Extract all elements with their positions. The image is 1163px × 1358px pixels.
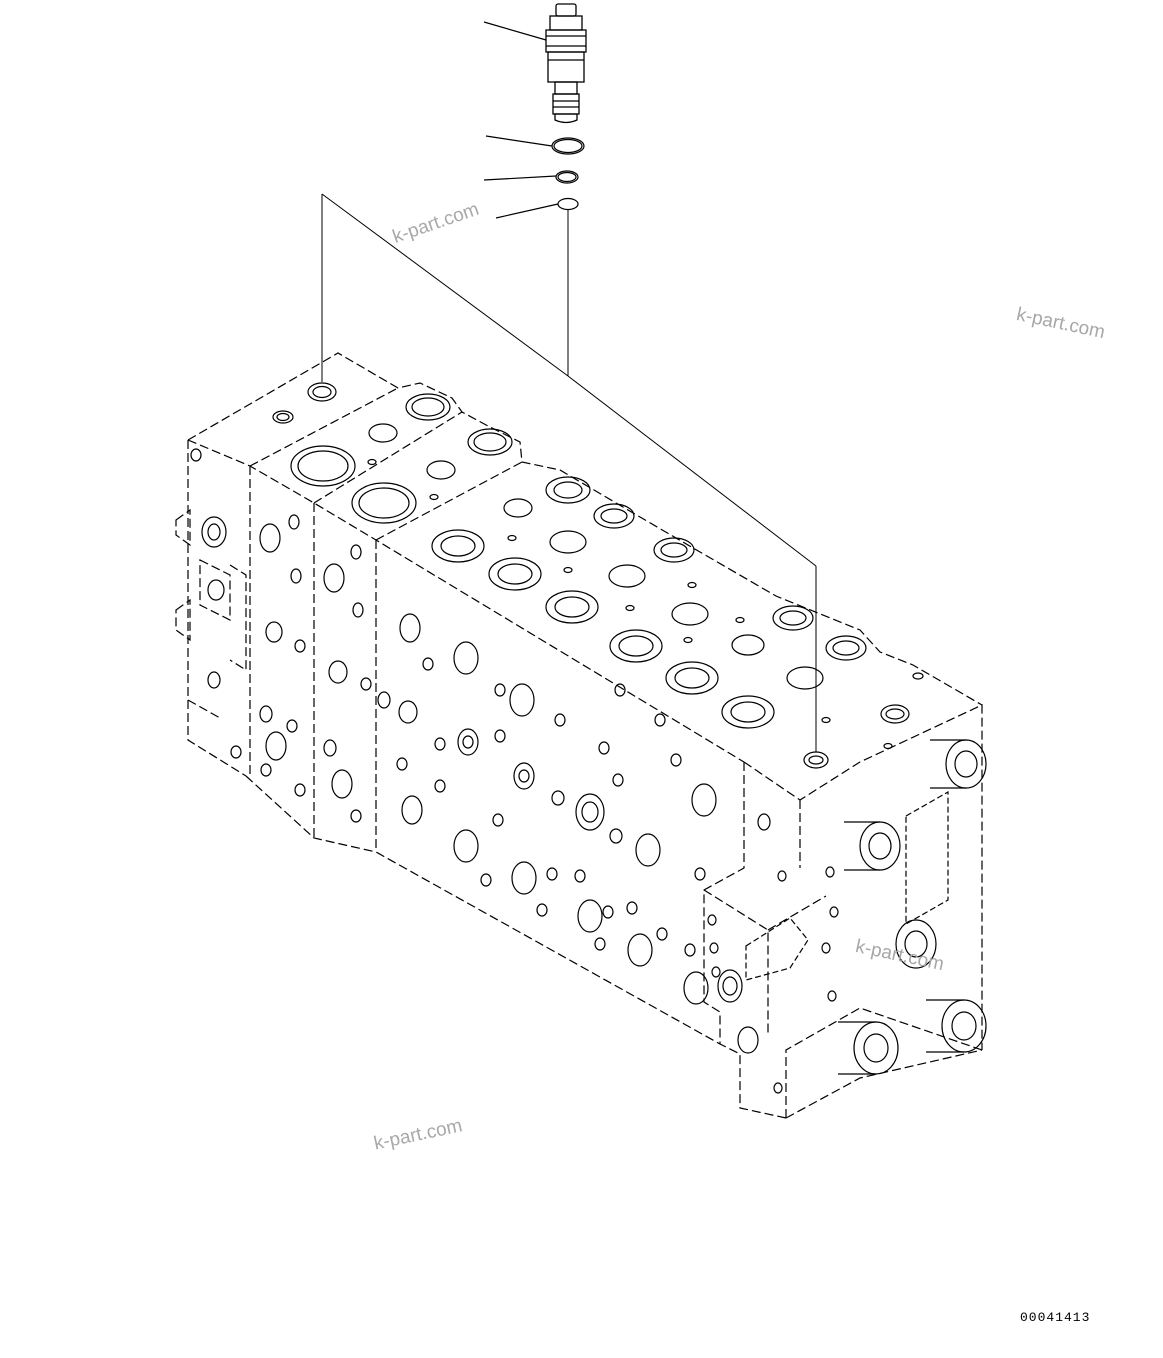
leader-line-valve — [483, 21, 547, 41]
installation-lines — [321, 193, 817, 752]
valve-cartridge — [545, 3, 587, 124]
top-face-ports — [272, 382, 924, 769]
leader-line-o-ring-large — [485, 135, 553, 147]
leader-line-backup-ring — [495, 203, 559, 219]
drawing-code: 00041413 — [1020, 1310, 1091, 1325]
front-face-ports — [190, 448, 717, 1005]
leader-line-o-ring-medium — [483, 175, 557, 181]
right-end-fittings — [707, 739, 987, 1094]
o-ring-medium — [555, 170, 579, 184]
o-ring-large — [551, 137, 585, 155]
control-valve-body — [175, 352, 983, 1119]
backup-ring-small — [557, 197, 579, 211]
